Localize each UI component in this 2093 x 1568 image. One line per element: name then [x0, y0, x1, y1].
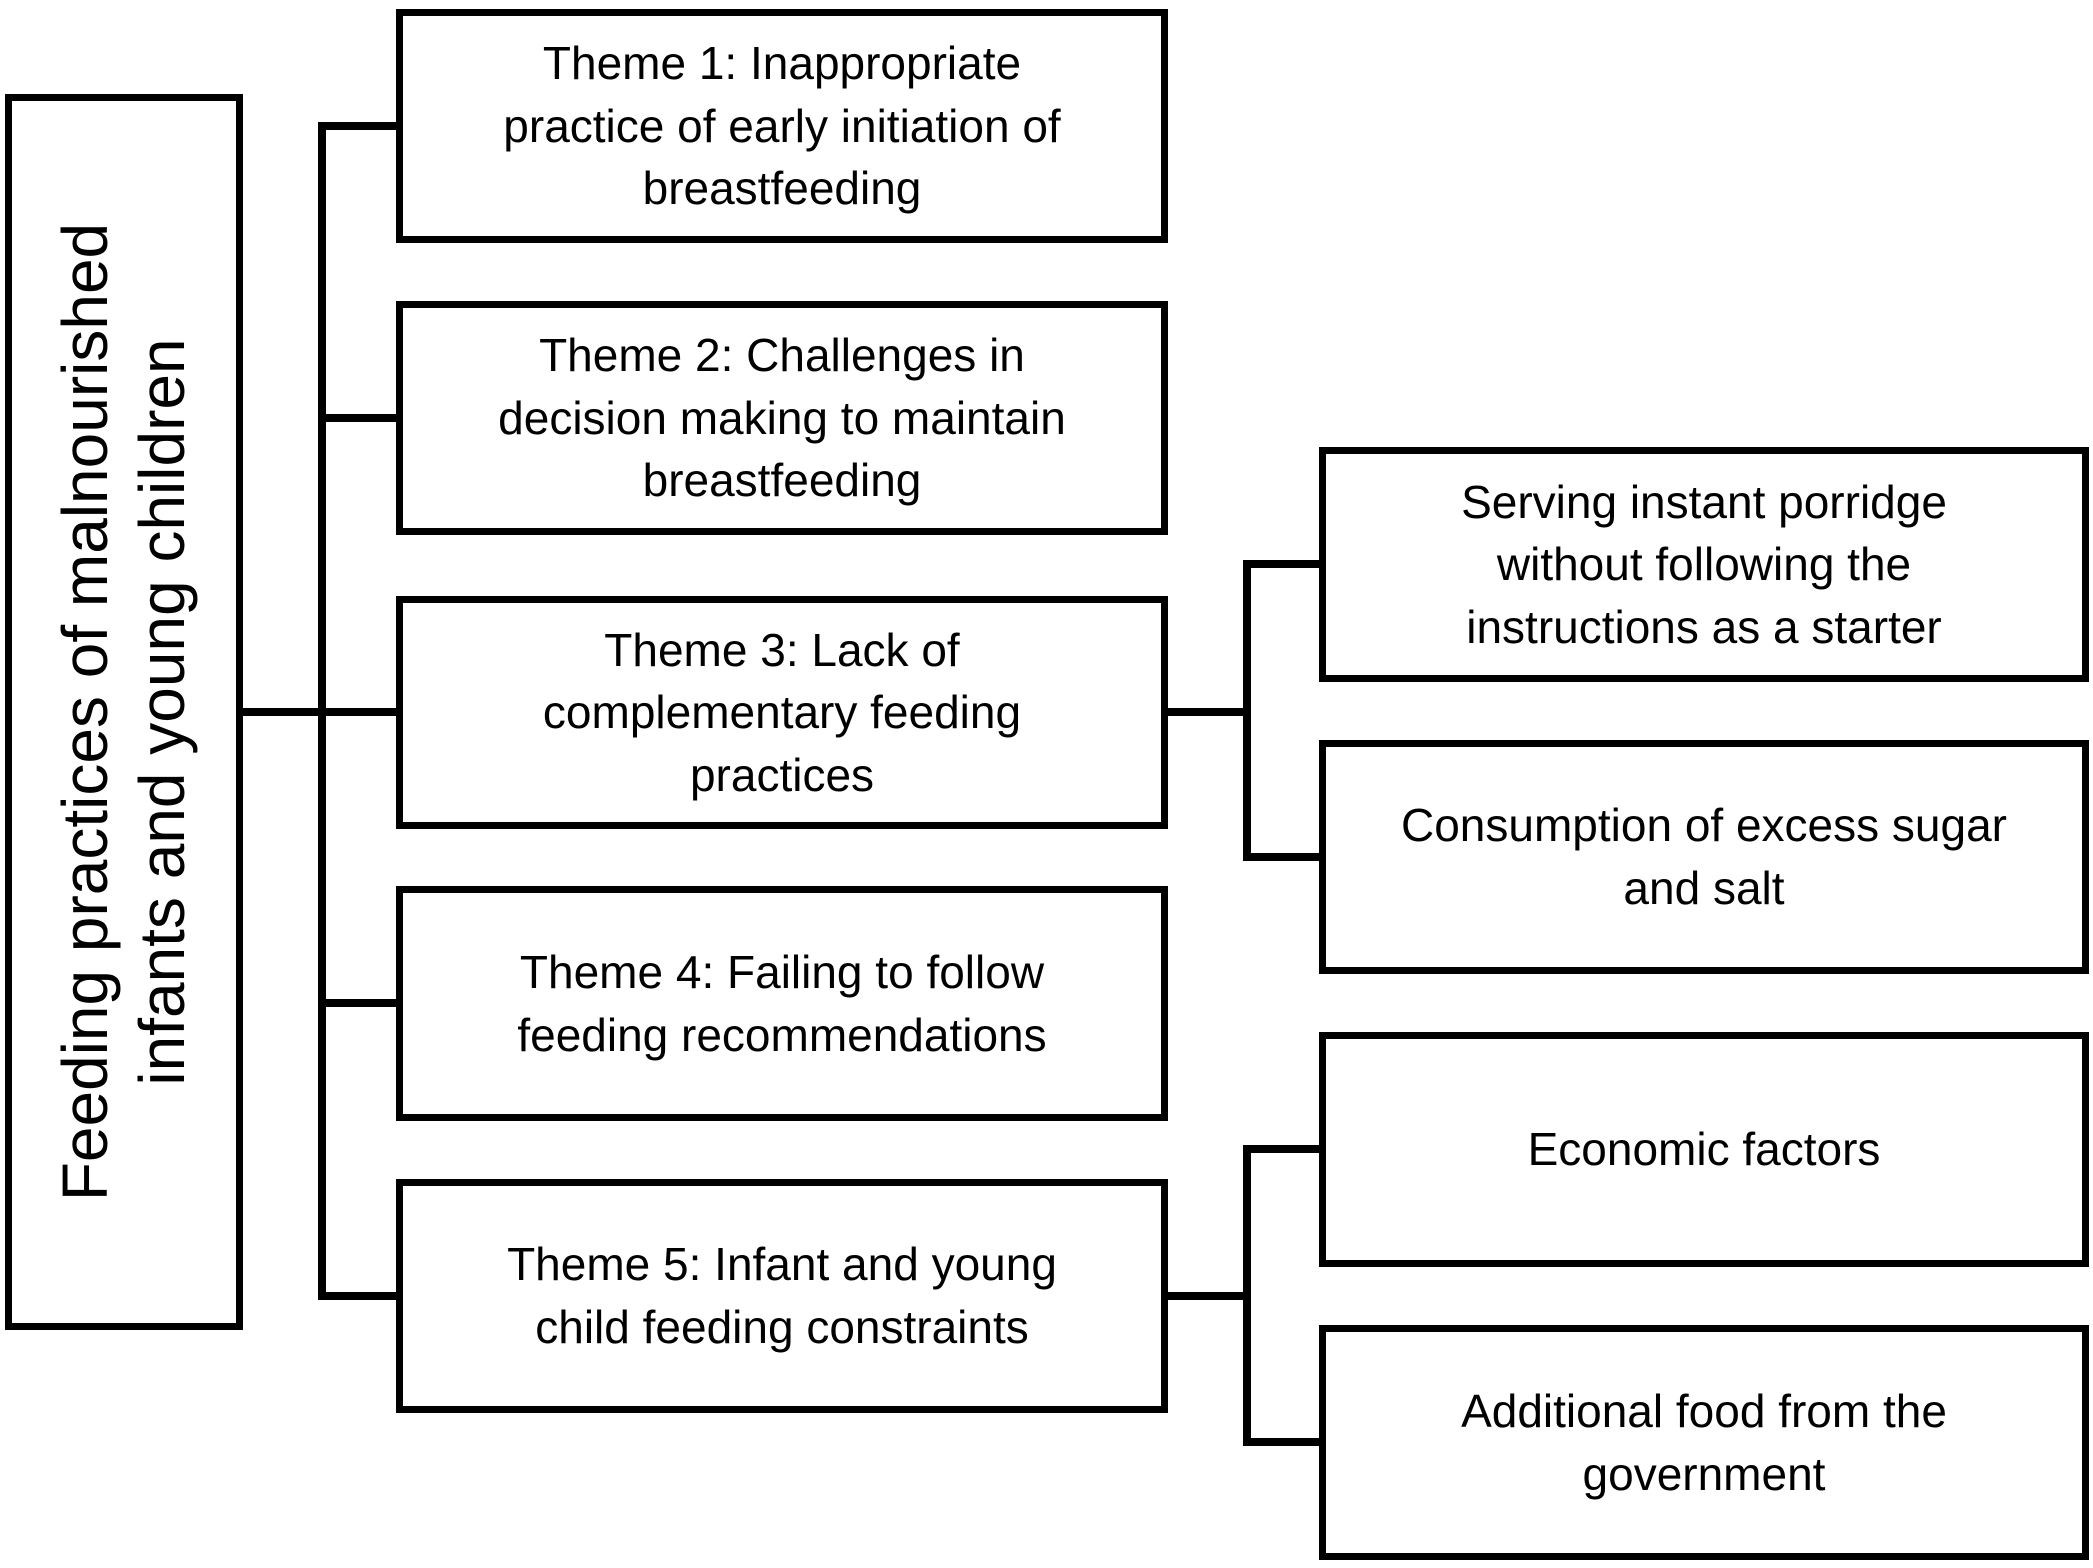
connector-root-to-theme3 [240, 708, 396, 716]
connector-trunk-to-theme2 [318, 414, 396, 422]
theme-1-box: Theme 1: Inappropriate practice of early… [396, 9, 1168, 243]
connector-theme5-to-subtrunk [1168, 1292, 1251, 1300]
theme-2-label: Theme 2: Challenges in decision making t… [498, 329, 1066, 507]
connector-to-subtheme-government [1243, 1438, 1319, 1446]
theme-5-label: Theme 5: Infant and young child feeding … [507, 1238, 1057, 1353]
subtheme-government-food-label: Additional food from the government [1461, 1384, 1947, 1500]
root-box-feeding-practices: Feeding practices of malnourished infant… [5, 94, 243, 1330]
subtheme-instant-porridge-box: Serving instant porridge without followi… [1319, 447, 2089, 682]
theme-3-label: Theme 3: Lack of complementary feeding p… [542, 623, 1022, 801]
connector-trunk-to-theme4 [318, 999, 396, 1007]
connector-theme3-sub-trunk [1243, 560, 1251, 861]
subtheme-sugar-salt-box: Consumption of excess sugar and salt [1319, 740, 2089, 974]
connector-to-subtheme-porridge [1243, 560, 1319, 568]
theme-1-label: Theme 1: Inappropriate practice of early… [503, 37, 1061, 215]
connector-to-subtheme-economic [1243, 1145, 1319, 1153]
theme-4-box: Theme 4: Failing to follow feeding recom… [396, 886, 1168, 1121]
connector-trunk-to-theme5 [318, 1292, 396, 1300]
theme-3-box: Theme 3: Lack of complementary feeding p… [396, 596, 1168, 829]
subtheme-government-food-box: Additional food from the government [1319, 1325, 2089, 1560]
theme-5-box: Theme 5: Infant and young child feeding … [396, 1179, 1168, 1413]
theme-4-label: Theme 4: Failing to follow feeding recom… [517, 945, 1047, 1061]
theme-2-box: Theme 2: Challenges in decision making t… [396, 301, 1168, 535]
connector-trunk-to-theme1 [318, 122, 396, 130]
connector-theme5-sub-trunk [1243, 1145, 1251, 1446]
connector-theme3-to-subtrunk [1168, 708, 1251, 716]
subtheme-sugar-salt-label: Consumption of excess sugar and salt [1401, 799, 2007, 914]
subtheme-instant-porridge-label: Serving instant porridge without followi… [1461, 475, 1947, 653]
subtheme-economic-factors-box: Economic factors [1319, 1032, 2089, 1267]
root-box-label: Feeding practices of malnourished infant… [49, 222, 198, 1202]
connector-to-subtheme-sugar [1243, 853, 1319, 861]
subtheme-economic-factors-label: Economic factors [1527, 1123, 1881, 1176]
